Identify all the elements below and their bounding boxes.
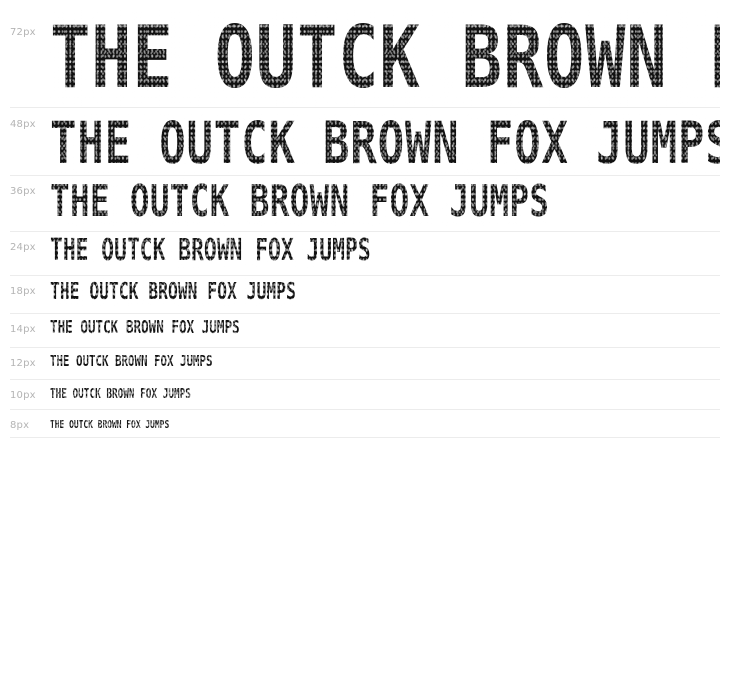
specimen-row-8: 8px THE OUTCK BROWN FOX JUMPS — [10, 410, 720, 438]
size-label: 18px — [10, 286, 36, 297]
sample-text: THE OUTCK BROWN FOX JUMPS — [50, 386, 191, 403]
sample-wrap: THE OUTCK BROWN FOX JUMPS — [50, 234, 502, 268]
sample-text: THE OUTCK BROWN FOX JUMPS — [50, 112, 720, 174]
specimen-row-12: 12px THE OUTCK BROWN FOX JUMPS — [10, 348, 720, 380]
specimen-row-14: 14px THE OUTCK BROWN FOX JUMPS — [10, 314, 720, 348]
sample-text: THE OUTCK BROWN FOX JUMPS — [50, 317, 240, 339]
sample-text: THE OUTCK BROWN FOX JUMPS — [50, 176, 550, 227]
sample-text: THE OUTCK BROWN FOX JUMPS — [50, 418, 170, 432]
specimen-row-36: 36px THE OUTCK BROWN FOX JUMPS — [10, 176, 720, 232]
sample-text: THE OUTCK BROWN FOX JUMPS — [50, 351, 213, 371]
specimen-row-10: 10px THE OUTCK BROWN FOX JUMPS — [10, 380, 720, 410]
specimen-row-48: 48px THE OUTCK BROWN FOX JUMPS — [10, 108, 720, 176]
sample-wrap: THE OUTCK BROWN FOX JUMPS — [50, 351, 276, 371]
sample-wrap: THE OUTCK BROWN FOX JUMPS — [50, 413, 216, 432]
sample-wrap: THE OUTCK BROWN FOX JUMPS — [50, 10, 720, 106]
sample-text: THE OUTCK BROWN FOX JUMPS — [50, 233, 371, 268]
sample-text: THE OUTCK BROWN FOX JUMPS — [50, 10, 720, 106]
size-label: 72px — [10, 27, 36, 38]
sample-wrap: THE OUTCK BROWN FOX JUMPS — [50, 112, 720, 174]
size-label: 24px — [10, 242, 36, 253]
sample-wrap: THE OUTCK BROWN FOX JUMPS — [50, 317, 321, 339]
specimen-row-18: 18px THE OUTCK BROWN FOX JUMPS — [10, 276, 720, 314]
specimen-row-72: 72px THE OUTCK BROWN FOX JUMPS — [10, 0, 720, 108]
size-label: 36px — [10, 186, 36, 197]
specimen-row-24: 24px THE OUTCK BROWN FOX JUMPS — [10, 232, 720, 276]
sample-wrap: THE OUTCK BROWN FOX JUMPS — [50, 278, 396, 306]
size-label: 12px — [10, 358, 36, 369]
size-label: 8px — [10, 420, 30, 431]
sample-wrap: THE OUTCK BROWN FOX JUMPS — [50, 383, 246, 403]
sample-text: THE OUTCK BROWN FOX JUMPS — [50, 278, 296, 306]
size-label: 10px — [10, 390, 36, 401]
size-label: 14px — [10, 324, 36, 335]
sample-wrap: THE OUTCK BROWN FOX JUMPS — [50, 178, 720, 226]
size-label: 48px — [10, 119, 36, 130]
